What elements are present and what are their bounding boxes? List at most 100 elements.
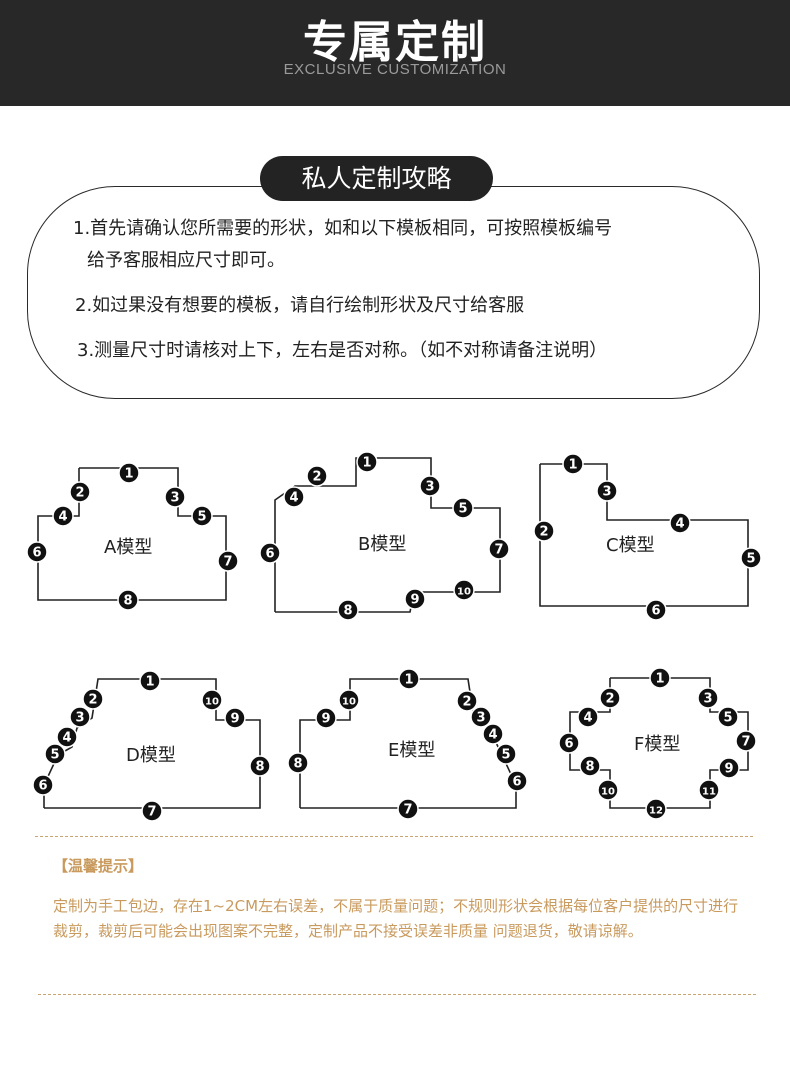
svg-text:7: 7	[403, 803, 412, 818]
svg-text:7: 7	[741, 735, 750, 750]
svg-text:10: 10	[457, 587, 471, 598]
template-d-marker-7: 7	[141, 800, 163, 822]
svg-text:2: 2	[539, 525, 548, 540]
template-f-marker-7: 7	[735, 730, 757, 752]
template-b-marker-10: 10	[453, 579, 475, 601]
svg-text:6: 6	[32, 546, 41, 561]
svg-text:7: 7	[147, 805, 156, 820]
svg-text:2: 2	[605, 692, 614, 707]
svg-text:8: 8	[123, 594, 132, 609]
template-e-marker-5: 5	[495, 743, 517, 765]
template-e-marker-9: 9	[315, 707, 337, 729]
svg-text:8: 8	[343, 604, 352, 619]
svg-text:2: 2	[312, 470, 321, 485]
svg-text:3: 3	[476, 711, 485, 726]
template-d-label: D模型	[126, 745, 176, 766]
svg-text:8: 8	[255, 760, 264, 775]
svg-text:10: 10	[205, 697, 219, 708]
svg-text:1: 1	[568, 458, 577, 473]
template-b-marker-5: 5	[452, 497, 474, 519]
svg-text:2: 2	[88, 693, 97, 708]
template-a-marker-2: 2	[69, 481, 91, 503]
template-a-marker-3: 3	[164, 486, 186, 508]
svg-text:5: 5	[501, 748, 510, 763]
svg-text:8: 8	[293, 757, 302, 772]
template-d-marker-6: 6	[32, 774, 54, 796]
template-b-label: B模型	[358, 534, 406, 555]
svg-text:12: 12	[649, 806, 663, 817]
svg-text:9: 9	[410, 593, 419, 608]
template-d-marker-5: 5	[44, 743, 66, 765]
template-c-marker-1: 1	[562, 453, 584, 475]
template-f-marker-2: 2	[599, 687, 621, 709]
svg-text:6: 6	[512, 775, 521, 790]
svg-text:7: 7	[223, 555, 232, 570]
template-c-outline	[539, 463, 749, 607]
template-f-marker-3: 3	[697, 687, 719, 709]
svg-text:2: 2	[462, 695, 471, 710]
svg-text:4: 4	[58, 510, 67, 525]
template-f-marker-9: 9	[718, 757, 740, 779]
template-c-marker-2: 2	[533, 520, 555, 542]
svg-text:6: 6	[265, 547, 274, 562]
template-a-marker-4: 4	[52, 505, 74, 527]
svg-text:6: 6	[38, 779, 47, 794]
template-c-marker-3: 3	[596, 480, 618, 502]
template-a-marker-1: 1	[118, 462, 140, 484]
template-e-marker-6: 6	[506, 770, 528, 792]
svg-text:9: 9	[724, 762, 733, 777]
svg-text:8: 8	[585, 760, 594, 775]
svg-text:7: 7	[494, 543, 503, 558]
svg-text:1: 1	[655, 672, 664, 687]
template-f-marker-11: 11	[698, 779, 720, 801]
guide-line-1: 1.首先请确认您所需要的形状，如和以下模板相同，可按照模板编号	[73, 218, 613, 239]
page-title: 专属定制	[303, 17, 487, 68]
template-b-marker-1: 1	[356, 451, 378, 473]
guide-line-3: 3.测量尺寸时请核对上下，左右是否对称。（如不对称请备注说明）	[77, 340, 608, 361]
svg-text:1: 1	[124, 467, 133, 482]
svg-text:5: 5	[723, 711, 732, 726]
svg-text:3: 3	[170, 491, 179, 506]
svg-text:5: 5	[458, 502, 467, 517]
svg-text:3: 3	[425, 480, 434, 495]
template-a-marker-7: 7	[217, 550, 239, 572]
template-d-marker-2: 2	[82, 688, 104, 710]
svg-text:1: 1	[145, 675, 154, 690]
template-f-outline	[569, 677, 749, 809]
svg-text:5: 5	[50, 748, 59, 763]
guide-line-2: 2.如过果没有想要的模板，请自行绘制形状及尺寸给客服	[75, 295, 525, 316]
template-e-marker-8: 8	[287, 752, 309, 774]
svg-text:11: 11	[702, 787, 716, 798]
template-f-marker-4: 4	[577, 706, 599, 728]
page-subtitle: EXCLUSIVE CUSTOMIZATION	[283, 61, 507, 78]
svg-text:10: 10	[601, 787, 615, 798]
template-b-marker-4: 4	[283, 486, 305, 508]
template-f-marker-10: 10	[597, 779, 619, 801]
tips-title: 【温馨提示】	[53, 857, 144, 875]
svg-text:1: 1	[362, 456, 371, 471]
template-b-marker-8: 8	[337, 599, 359, 621]
guide-line-1-cont: 给予客服相应尺寸即可。	[87, 250, 285, 271]
template-b-marker-9: 9	[404, 588, 426, 610]
template-a-outline	[37, 467, 227, 601]
template-e-marker-3: 3	[470, 706, 492, 728]
template-b-marker-3: 3	[419, 475, 441, 497]
template-c-marker-5: 5	[740, 547, 762, 569]
template-f-marker-12: 12	[645, 798, 667, 820]
guide-title: 私人定制攻略	[260, 156, 493, 201]
template-e-marker-10: 10	[338, 689, 360, 711]
template-a-marker-8: 8	[117, 589, 139, 611]
svg-text:4: 4	[62, 731, 71, 746]
tips-body: 定制为手工包边，存在1~2CM左右误差，不属于质量问题；不规则形状会根据每位客户…	[53, 897, 739, 940]
template-d-marker-1: 1	[139, 670, 161, 692]
svg-text:5: 5	[746, 552, 755, 567]
svg-text:9: 9	[230, 712, 239, 727]
template-f-label: F模型	[634, 734, 680, 755]
template-b-marker-2: 2	[306, 465, 328, 487]
svg-text:3: 3	[602, 485, 611, 500]
template-c-label: C模型	[606, 535, 655, 556]
template-d-marker-3: 3	[69, 706, 91, 728]
template-d-outline	[43, 678, 261, 809]
